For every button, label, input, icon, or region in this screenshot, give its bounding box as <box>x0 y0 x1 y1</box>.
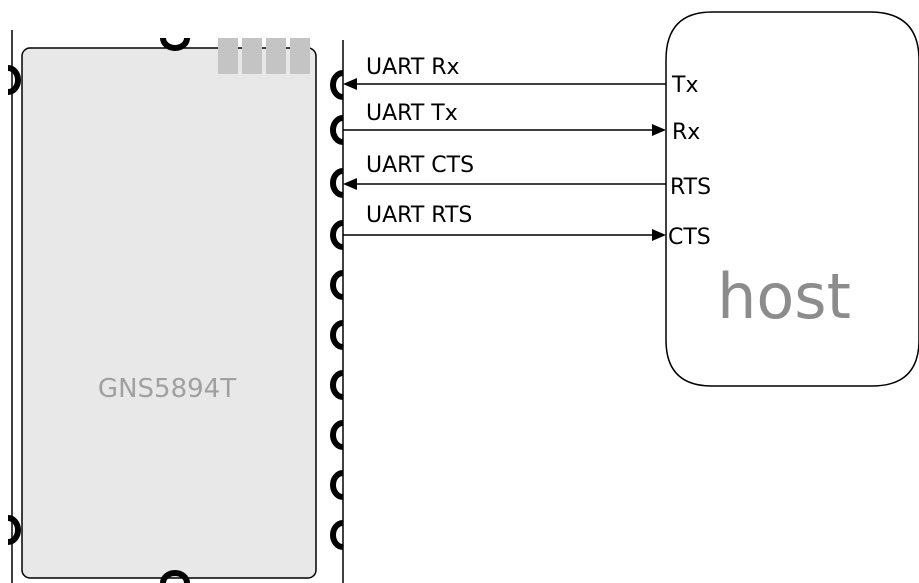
module-name: GNS5894T <box>98 374 236 404</box>
signal-label-uart-rx: UART Rx <box>366 55 460 80</box>
uart-tx-line <box>343 124 666 136</box>
host-pin-rx: Rx <box>672 120 700 145</box>
uart-rts-line <box>343 229 666 241</box>
host-pin-rts: RTS <box>670 175 711 200</box>
module-top-bottom-pads <box>160 37 190 583</box>
module-pad-block <box>218 38 310 74</box>
uart-cts-line <box>343 178 666 190</box>
module-left-pads <box>7 65 21 545</box>
signal-label-uart-rts: UART RTS <box>366 203 472 228</box>
signal-label-uart-cts: UART CTS <box>366 153 474 178</box>
uart-rx-line <box>343 78 666 90</box>
module-right-pads <box>330 70 344 550</box>
host-pin-tx: Tx <box>671 73 698 98</box>
host-name: host <box>717 260 851 333</box>
host-box <box>665 11 919 387</box>
module-body <box>21 47 317 579</box>
host-pin-cts: CTS <box>668 225 711 250</box>
signal-label-uart-tx: UART Tx <box>366 101 458 126</box>
